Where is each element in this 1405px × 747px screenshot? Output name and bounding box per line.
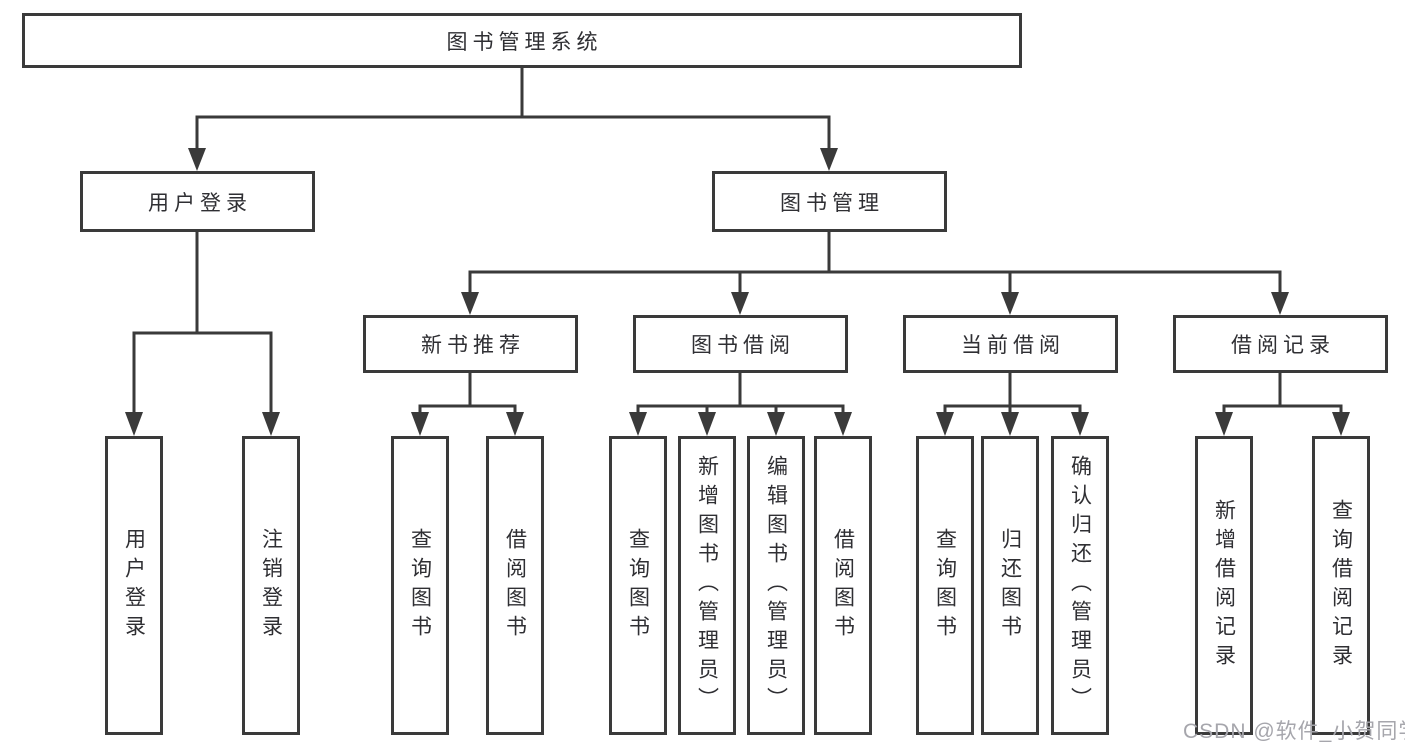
leaf-logout: 注销登录 xyxy=(242,436,300,735)
leaf-query-borrow-record-label: 查询借阅记录 xyxy=(1329,498,1353,673)
leaf-add-book-admin: 新增图书（管理员） xyxy=(678,436,736,735)
node-book-borrow: 图书借阅 xyxy=(633,315,848,373)
leaf-query-books-2: 查询图书 xyxy=(609,436,667,735)
node-root: 图书管理系统 xyxy=(22,13,1022,68)
connector-book-borrow-to-leaves xyxy=(629,371,852,436)
leaf-borrow-books-1-label: 借阅图书 xyxy=(503,527,527,644)
leaf-add-borrow-record-label: 新增借阅记录 xyxy=(1212,498,1236,673)
leaf-query-books-1: 查询图书 xyxy=(391,436,449,735)
leaf-query-borrow-record: 查询借阅记录 xyxy=(1312,436,1370,735)
connector-book-management-to-level2 xyxy=(461,230,1289,315)
leaf-return-book: 归还图书 xyxy=(981,436,1039,735)
leaf-add-borrow-record: 新增借阅记录 xyxy=(1195,436,1253,735)
node-new-book-recommend-label: 新书推荐 xyxy=(421,334,525,357)
connector-user-login-to-leaves xyxy=(125,230,280,436)
node-borrow-records: 借阅记录 xyxy=(1173,315,1388,373)
node-book-borrow-label: 图书借阅 xyxy=(691,334,795,357)
leaf-query-books-1-label: 查询图书 xyxy=(408,527,432,644)
node-user-login: 用户登录 xyxy=(80,171,315,232)
connector-borrow-records-to-leaves xyxy=(1215,371,1350,436)
leaf-add-book-admin-label: 新增图书（管理员） xyxy=(695,455,719,716)
leaf-confirm-return-admin: 确认归还（管理员） xyxy=(1051,436,1109,735)
node-root-label: 图书管理系统 xyxy=(446,30,603,54)
leaf-borrow-books-1: 借阅图书 xyxy=(486,436,544,735)
leaf-query-books-2-label: 查询图书 xyxy=(626,527,650,644)
leaf-user-login-label: 用户登录 xyxy=(122,527,146,644)
leaf-return-book-label: 归还图书 xyxy=(998,527,1022,644)
node-current-borrow-label: 当前借阅 xyxy=(961,334,1065,357)
node-borrow-records-label: 借阅记录 xyxy=(1231,334,1335,357)
leaf-logout-label: 注销登录 xyxy=(259,527,283,644)
node-user-login-label: 用户登录 xyxy=(148,191,252,215)
leaf-edit-book-admin-label: 编辑图书（管理员） xyxy=(764,455,788,716)
connector-new-book-recommend-to-leaves xyxy=(411,371,524,436)
leaf-edit-book-admin: 编辑图书（管理员） xyxy=(747,436,805,735)
leaf-borrow-books-2: 借阅图书 xyxy=(814,436,872,735)
connector-current-borrow-to-leaves xyxy=(936,371,1089,436)
leaf-confirm-return-admin-label: 确认归还（管理员） xyxy=(1068,455,1092,716)
leaf-query-books-3-label: 查询图书 xyxy=(933,527,957,644)
watermark-text: CSDN @软件_小贺同学 xyxy=(1183,720,1405,743)
node-book-management-label: 图书管理 xyxy=(780,191,884,215)
node-book-management: 图书管理 xyxy=(712,171,947,232)
node-current-borrow: 当前借阅 xyxy=(903,315,1118,373)
leaf-user-login: 用户登录 xyxy=(105,436,163,735)
leaf-query-books-3: 查询图书 xyxy=(916,436,974,735)
connector-root-to-level1 xyxy=(188,66,838,171)
leaf-borrow-books-2-label: 借阅图书 xyxy=(831,527,855,644)
node-new-book-recommend: 新书推荐 xyxy=(363,315,578,373)
